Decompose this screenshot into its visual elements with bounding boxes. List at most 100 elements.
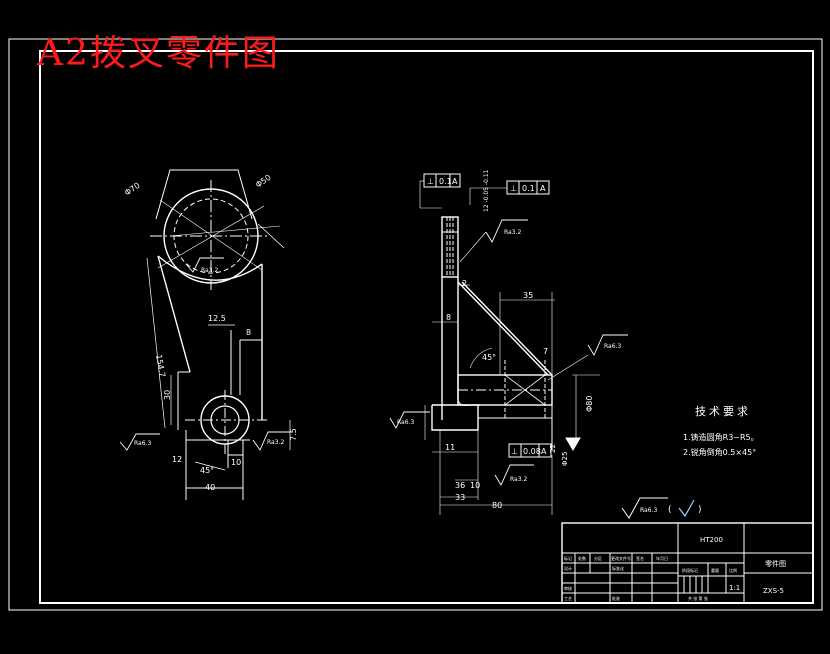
dim-bottom-small: 10 bbox=[231, 458, 241, 467]
tb-label-2: 分区 bbox=[594, 555, 602, 561]
tb-weight: 重量 bbox=[711, 567, 719, 573]
dim-d33: 33 bbox=[455, 493, 465, 502]
datum-triangle bbox=[565, 437, 581, 451]
leader-a bbox=[159, 199, 263, 271]
dim-d35: 35 bbox=[523, 291, 533, 300]
inner-frame bbox=[39, 50, 814, 604]
tb-design: 设计 bbox=[564, 565, 572, 571]
fillet bbox=[457, 399, 469, 406]
dim-top-tol: 12 -0.05 -0.11 bbox=[483, 169, 490, 212]
rough-center-text: Ra3.2 bbox=[201, 267, 218, 274]
tech-req-item-1: 1.铸造圆角R3~R5。 bbox=[683, 433, 759, 442]
dim-side-right: 7.5 bbox=[289, 428, 298, 441]
rough-sym-top bbox=[485, 219, 528, 243]
rough-symbol-bl bbox=[119, 433, 160, 451]
right-view bbox=[389, 173, 628, 515]
drawing-title: A2拨叉零件图 bbox=[37, 33, 280, 74]
tb-check: 审核 bbox=[564, 585, 572, 591]
tb-ratio: 比例 bbox=[729, 567, 737, 573]
dim-angle-text: 45° bbox=[200, 466, 214, 475]
tb-material: HT200 bbox=[700, 536, 723, 544]
dim-d22: 22 bbox=[549, 444, 557, 453]
base-block bbox=[431, 405, 479, 431]
check-mark-icon bbox=[678, 499, 695, 518]
general-rough-symbol bbox=[621, 497, 668, 519]
dim-top-right: Φ50 bbox=[254, 173, 273, 190]
dim-d11: 11 bbox=[445, 443, 455, 452]
general-rough-text: Ra6.3 bbox=[640, 507, 657, 514]
leader-c bbox=[169, 225, 281, 237]
rough-br-text: Ra3.2 bbox=[267, 439, 284, 446]
tb-label-4: 签名 bbox=[636, 555, 644, 561]
tol-left-datum: A bbox=[452, 177, 458, 186]
tol-bottom-value: 0.08 bbox=[523, 447, 541, 456]
rough-top-text: Ra3.2 bbox=[504, 229, 521, 236]
dim-side bbox=[146, 257, 166, 429]
rough-sym-bottom bbox=[494, 464, 534, 486]
tb-scale: 1:1 bbox=[729, 584, 740, 592]
dim-d10: 10 bbox=[470, 481, 480, 490]
title-block bbox=[561, 522, 814, 604]
left-view bbox=[119, 169, 292, 500]
tb-process: 工艺 bbox=[564, 596, 572, 601]
general-rough-close: ) bbox=[698, 505, 702, 515]
tech-req-title: 技术要求 bbox=[695, 405, 751, 418]
general-rough-open: ( bbox=[668, 505, 672, 515]
tb-sheet: 共 张 第 张 bbox=[688, 595, 708, 601]
dim-d36: 36 bbox=[455, 481, 465, 490]
tb-part-name: 零件图 bbox=[765, 559, 786, 568]
tb-standard: 标准化 bbox=[612, 565, 624, 571]
lower-arc bbox=[157, 255, 263, 281]
dim-corner: 12 bbox=[172, 455, 182, 464]
tb-drawing-no: ZXS-5 bbox=[763, 587, 784, 595]
rough-bottom-text: Ra3.2 bbox=[510, 476, 527, 483]
tol-right-symbol: ⊥ bbox=[510, 184, 517, 193]
rough-left-text: Ra6.3 bbox=[397, 419, 414, 426]
tb-stage: 阶段标记 bbox=[682, 567, 698, 573]
rib-diagonal bbox=[457, 281, 549, 376]
arm-left-edge bbox=[157, 255, 191, 373]
dim-d7: 7 bbox=[543, 347, 548, 356]
tol-right-datum: A bbox=[540, 184, 546, 193]
dim-d2: 2 bbox=[462, 279, 467, 288]
dim-angle-r: 45° bbox=[482, 353, 496, 362]
dim-small: 8 bbox=[246, 328, 251, 337]
dim-height-right: Φ80 bbox=[585, 396, 594, 412]
rough-symbol-br bbox=[252, 431, 292, 451]
rough-right-text: Ra6.3 bbox=[604, 343, 621, 350]
top-boss-outline bbox=[155, 169, 253, 220]
rough-sym-right bbox=[587, 334, 628, 356]
dim-d80: 80 bbox=[492, 501, 502, 510]
tb-label-5: 年月日 bbox=[656, 555, 668, 561]
rough-symbol-center bbox=[185, 257, 224, 273]
dim-top-left: Φ70 bbox=[123, 181, 142, 198]
dim-d8: 8 bbox=[446, 313, 451, 322]
dim-d25: Φ25 bbox=[561, 452, 569, 466]
leader-b bbox=[157, 205, 265, 269]
tol-left-value: 0.1 bbox=[439, 177, 452, 186]
dim-bottom-width: 40 bbox=[205, 483, 215, 492]
tol-bottom-symbol: ⊥ bbox=[511, 447, 518, 456]
tb-approve: 批准 bbox=[612, 595, 620, 601]
tol-frame-left bbox=[423, 173, 461, 188]
tol-frame-right bbox=[506, 180, 550, 195]
dim-mid-text: 12.5 bbox=[208, 314, 226, 323]
tb-label-3: 更改文件号 bbox=[611, 555, 631, 561]
dim-angle bbox=[194, 461, 226, 471]
tol-bottom-datum: A bbox=[541, 447, 547, 456]
tol-frame-bottom bbox=[508, 443, 552, 458]
tb-label-1: 处数 bbox=[578, 555, 586, 561]
dim-rise: 30 bbox=[163, 390, 172, 400]
angle-arc bbox=[469, 347, 493, 369]
outer-frame bbox=[8, 38, 823, 611]
dim-side-len: 154.7 bbox=[154, 354, 167, 378]
tb-label-0: 标记 bbox=[564, 555, 572, 561]
tol-left-symbol: ⊥ bbox=[427, 177, 434, 186]
tol-right-value: 0.1 bbox=[522, 184, 535, 193]
cut-mark bbox=[257, 223, 285, 249]
boss-x-b bbox=[504, 374, 546, 406]
rough-bl-text: Ra6.3 bbox=[134, 440, 151, 447]
tech-req-item-2: 2.锐角倒角0.5×45° bbox=[683, 448, 757, 457]
